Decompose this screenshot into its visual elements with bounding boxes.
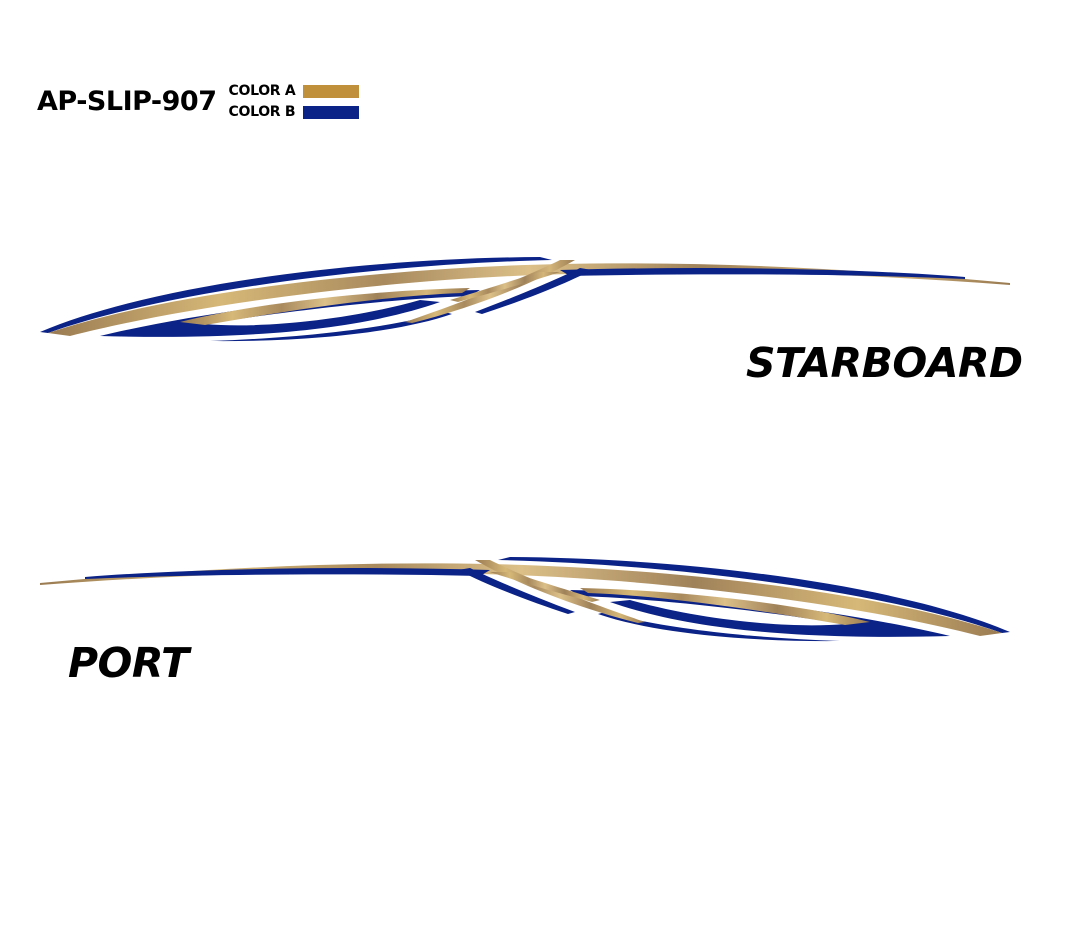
port-gold-top-stripe — [40, 563, 1002, 636]
product-header: AP-SLIP-907 COLOR A COLOR B — [37, 82, 359, 121]
port-blue-bottom-stripe — [598, 612, 840, 642]
starboard-label: STARBOARD — [746, 339, 1023, 387]
port-stripe-graphic — [40, 557, 1010, 642]
port-blue-right-stripe — [85, 568, 490, 579]
legend-label-color-a: COLOR A — [228, 83, 296, 99]
starboard-gold-slash-2 — [450, 272, 560, 302]
starboard-blue-bottom-stripe — [210, 312, 452, 342]
color-b-swatch — [302, 105, 359, 119]
legend-row-color-a: COLOR A — [229, 82, 359, 100]
legend-row-color-b: COLOR B — [229, 103, 359, 121]
product-code: AP-SLIP-907 — [37, 86, 217, 117]
port-stripes — [40, 557, 1010, 642]
starboard-blue-slash — [475, 268, 592, 314]
port-blue-lower-stripe — [570, 590, 950, 637]
starboard-blue-right-stripe — [560, 268, 965, 279]
port-label: PORT — [68, 639, 189, 687]
starboard-gold-lower-stripe — [180, 288, 470, 325]
color-legend: COLOR A COLOR B — [229, 82, 359, 121]
port-gold-lower-stripe — [580, 588, 870, 625]
color-a-swatch — [302, 84, 359, 98]
starboard-blue-lower-stripe — [100, 290, 480, 337]
port-gold-slash-2 — [490, 572, 600, 602]
starboard-stripe-graphic — [40, 257, 1010, 342]
starboard-stripes — [40, 257, 1010, 342]
starboard-gold-top-stripe — [48, 263, 1010, 336]
legend-label-color-b: COLOR B — [228, 104, 296, 120]
port-blue-slash — [458, 568, 575, 614]
